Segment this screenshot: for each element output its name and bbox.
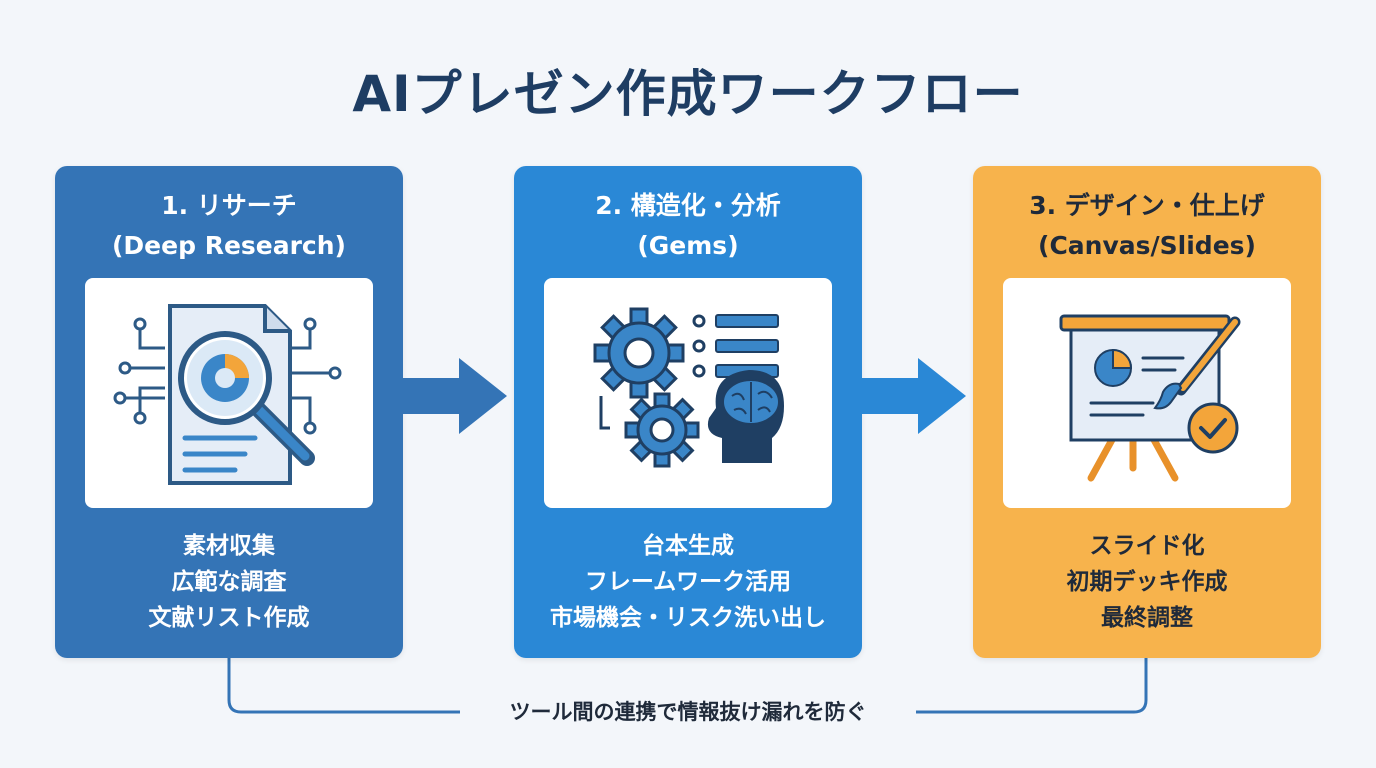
arrow-right-icon xyxy=(403,358,507,434)
step-detail: 素材収集 xyxy=(183,533,275,559)
step-title: 2. 構造化・分析 xyxy=(595,191,781,220)
step-detail: 最終調整 xyxy=(1101,605,1193,631)
step-detail: 市場機会・リスク洗い出し xyxy=(550,605,826,631)
step-detail: 初期デッキ作成 xyxy=(1066,569,1228,595)
icon-panel xyxy=(85,278,373,508)
presentation-board-brush-icon xyxy=(1059,314,1241,482)
step-card-research: 1. リサーチ (Deep Research) xyxy=(55,166,403,658)
step-detail: スライド化 xyxy=(1089,533,1205,559)
icon-panel xyxy=(544,278,832,508)
step-detail: 台本生成 xyxy=(642,533,734,559)
step-tool: (Gems) xyxy=(637,231,739,260)
step-card-structure: 2. 構造化・分析 (Gems) xyxy=(514,166,862,658)
step-tool: (Deep Research) xyxy=(112,231,346,260)
step-detail: 文献リスト作成 xyxy=(148,605,310,631)
step-card-design: 3. デザイン・仕上げ (Canvas/Slides) xyxy=(973,166,1321,658)
step-title: 1. リサーチ xyxy=(161,191,297,220)
gears-list-brain-icon xyxy=(593,307,784,468)
icon-panel xyxy=(1003,278,1291,508)
footer-note: ツール間の連携で情報抜け漏れを防ぐ xyxy=(460,696,916,728)
document-magnifier-chart-icon xyxy=(113,304,342,485)
step-detail: 広範な調査 xyxy=(171,569,287,595)
step-detail: フレームワーク活用 xyxy=(584,569,792,595)
step-title: 3. デザイン・仕上げ xyxy=(1029,191,1265,220)
step-tool: (Canvas/Slides) xyxy=(1038,231,1256,260)
page-title: AIプレゼン作成ワークフロー xyxy=(352,65,1024,123)
arrow-right-icon xyxy=(862,358,966,434)
